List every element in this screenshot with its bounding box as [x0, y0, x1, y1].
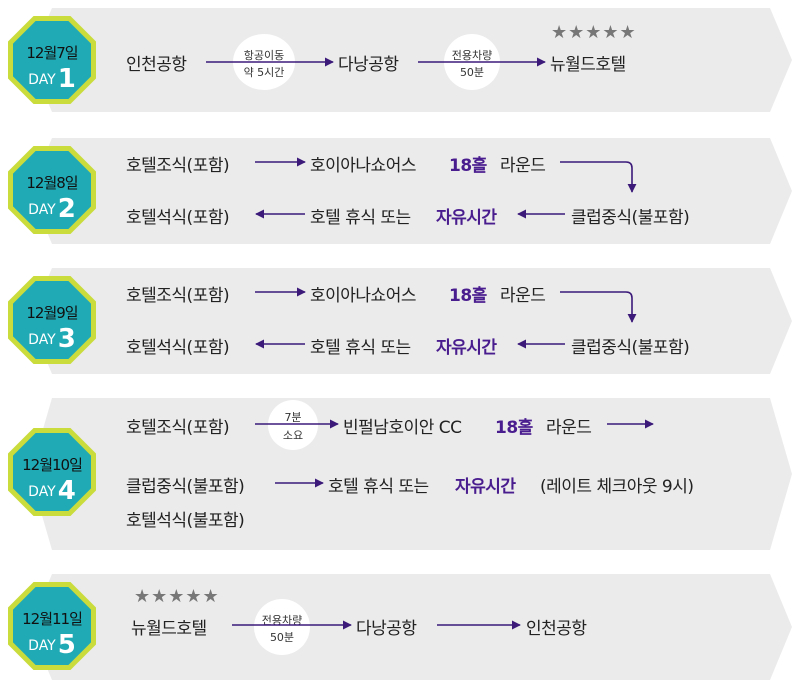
day5-date: 12월11일 [22, 610, 83, 628]
day1-transfer-label: 전용차량 [451, 49, 493, 62]
day5-label: DAY [28, 638, 56, 654]
day1-danang-airport: 다낭공항 [338, 55, 399, 75]
day1-flight-duration: 약 5시간 [243, 66, 285, 79]
day4-holes: 18홀 [495, 418, 533, 438]
day2-holes: 18홀 [449, 156, 487, 176]
day4-label: DAY [28, 484, 56, 500]
day3-golf-course: 호이아나쇼어스 [310, 286, 416, 306]
day4-hotel-rest: 호텔 휴식 또는 [328, 477, 429, 497]
day5-row [30, 574, 792, 680]
day1-transfer-duration: 50분 [459, 66, 485, 79]
day4-date: 12월10일 [22, 456, 83, 474]
day4-club-lunch: 클럽중식(불포함) [126, 477, 245, 497]
day2-free-time: 자유시간 [436, 208, 497, 228]
day4-round: 라운드 [546, 418, 592, 438]
day5-transfer-label: 전용차량 [261, 614, 303, 627]
day1-flight-label: 항공이동 [243, 49, 285, 62]
day1-transfer-note: 전용차량 50분 [444, 34, 500, 90]
day1-badge: 12월7일 DAY1 [8, 16, 96, 104]
day3-row [30, 268, 792, 374]
day2-round: 라운드 [500, 156, 546, 176]
day3-date: 12월9일 [26, 304, 78, 322]
day5-badge: 12월11일 DAY5 [8, 582, 96, 670]
day2-club-lunch: 클럽중식(불포함) [571, 208, 690, 228]
day1-hotel-stars: ★★★★★ [551, 22, 637, 43]
day4-late-checkout: (레이트 체크아웃 9시) [540, 477, 694, 497]
day4-number: 4 [57, 476, 76, 506]
day1-flight-note: 항공이동 약 5시간 [233, 34, 295, 90]
day3-hotel-rest: 호텔 휴식 또는 [310, 338, 411, 358]
day2-badge: 12월8일 DAY2 [8, 146, 96, 234]
day2-number: 2 [57, 194, 76, 224]
day1-number: 1 [57, 64, 76, 94]
day5-transfer-note: 전용차량 50분 [254, 599, 310, 655]
day3-label: DAY [28, 332, 56, 348]
day5-danang-airport: 다낭공항 [356, 619, 417, 639]
day5-transfer-duration: 50분 [269, 631, 295, 644]
day4-hotel-dinner: 호텔석식(불포함) [126, 511, 245, 531]
day2-hotel-dinner: 호텔석식(포함) [126, 208, 230, 228]
day2-label: DAY [28, 202, 56, 218]
day3-number: 3 [57, 324, 76, 354]
day3-free-time: 자유시간 [436, 338, 497, 358]
day4-badge: 12월10일 DAY4 [8, 428, 96, 516]
day2-hotel-rest: 호텔 휴식 또는 [310, 208, 411, 228]
day2-golf-course: 호이아나쇼어스 [310, 156, 416, 176]
day4-transfer-duration: 7분 [284, 411, 302, 424]
day5-new-world-hotel: 뉴월드호텔 [131, 619, 207, 639]
day1-row [30, 8, 792, 112]
day5-incheon-airport: 인천공항 [526, 619, 587, 639]
day3-club-lunch: 클럽중식(불포함) [571, 338, 690, 358]
day4-free-time: 자유시간 [455, 477, 516, 497]
day3-hotel-breakfast: 호텔조식(포함) [126, 286, 230, 306]
day2-date: 12월8일 [26, 174, 78, 192]
day4-golf-course: 빈펄남호이안 CC [343, 418, 462, 438]
day1-date: 12월7일 [26, 44, 78, 62]
day4-transfer-label: 소요 [282, 429, 304, 442]
day4-row [30, 398, 792, 550]
day3-holes: 18홀 [449, 286, 487, 306]
day5-hotel-stars: ★★★★★ [134, 586, 220, 607]
day2-hotel-breakfast: 호텔조식(포함) [126, 156, 230, 176]
day2-row [30, 138, 792, 244]
day1-new-world-hotel: 뉴월드호텔 [550, 55, 626, 75]
day3-round: 라운드 [500, 286, 546, 306]
day3-badge: 12월9일 DAY3 [8, 276, 96, 364]
day3-hotel-dinner: 호텔석식(포함) [126, 338, 230, 358]
day4-transfer-note: 7분 소요 [268, 400, 318, 450]
day1-incheon-airport: 인천공항 [126, 55, 187, 75]
day1-label: DAY [28, 72, 56, 88]
day5-number: 5 [57, 630, 76, 660]
day4-hotel-breakfast: 호텔조식(포함) [126, 418, 230, 438]
